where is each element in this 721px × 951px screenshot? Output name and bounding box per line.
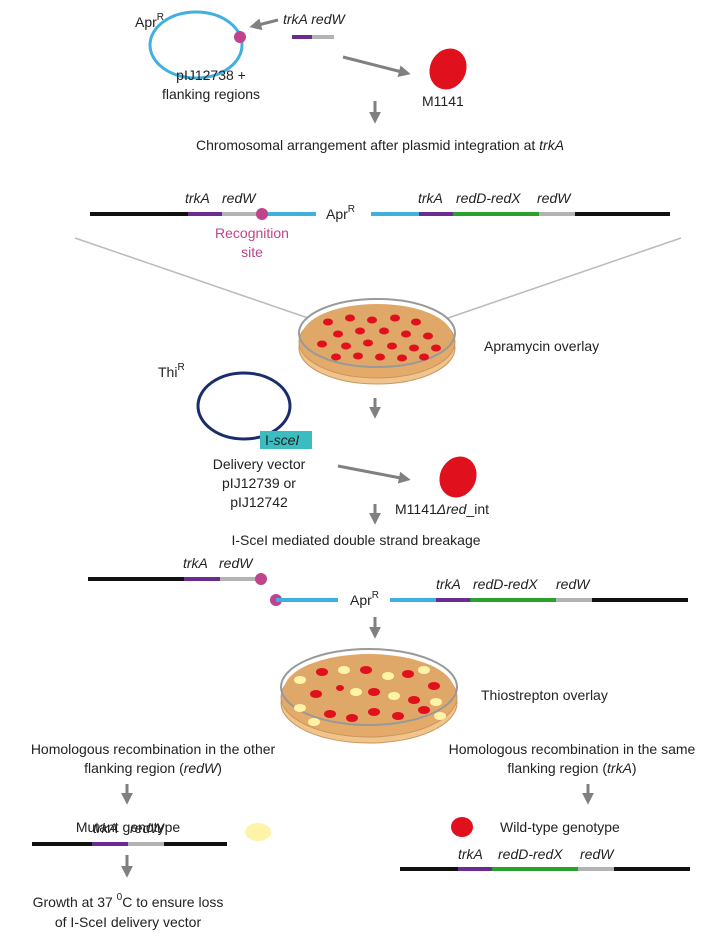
delivery-arrow	[337, 464, 411, 484]
wild-type-gene-trka: trkA	[458, 846, 483, 862]
zoom-line-right	[447, 237, 682, 319]
broken-chromosome-right	[270, 594, 688, 606]
wild-type-gene-redw: redW	[580, 846, 615, 862]
left-branch-line1: Homologous recombination in the other	[31, 741, 276, 757]
plasmid-name-line2: flanking regions	[162, 86, 260, 102]
integrated-resistance-label: AprR	[326, 204, 355, 222]
isce-gene-label: I-sceI	[265, 432, 299, 448]
delivery-vector-line3: pIJ12742	[230, 494, 288, 510]
apramycin-overlay-label: Apramycin overlay	[484, 338, 599, 354]
m1141-colony	[429, 48, 467, 90]
growth-line1: Growth at 37 0C to ensure loss	[33, 892, 224, 910]
plasmid-resistance-label: AprR	[135, 12, 164, 30]
recognition-site-label-line2: site	[241, 244, 263, 260]
plasmid-pij12738	[148, 10, 246, 80]
mutant-colonies	[294, 666, 446, 726]
broken-right-gene-trka: trkA	[436, 576, 461, 592]
right-branch-line2: flanking region (trkA)	[507, 760, 636, 776]
right-branch-line1: Homologous recombination in the same	[449, 741, 696, 757]
wild-type-colony-icon	[451, 817, 473, 837]
wild-type-genotype-label: Wild-type genotype	[500, 819, 620, 835]
wild-type-gene-redd-redx: redD-redX	[498, 846, 563, 862]
delivery-vector-line1: Delivery vector	[213, 456, 306, 472]
integrated-left-gene-redw: redW	[222, 190, 257, 206]
step-caption-integration: Chromosomal arrangement after plasmid in…	[196, 137, 564, 153]
integrated-right-gene-trka: trkA	[418, 190, 443, 206]
thiostrepton-overlay-label: Thiostrepton overlay	[481, 687, 608, 703]
mutant-chromosome	[32, 842, 227, 846]
mutant-genotype-label: Mutant genotype	[76, 819, 181, 835]
apramycin-plate	[298, 298, 456, 385]
integrated-right-gene-redw: redW	[537, 190, 572, 206]
integrated-right-gene-redd-redx: redD-redX	[456, 190, 521, 206]
insert-fragment	[292, 35, 334, 39]
broken-right-gene-redw: redW	[556, 576, 591, 592]
delivery-vector-plasmid	[196, 371, 312, 449]
recognition-site-marker	[234, 31, 246, 43]
apramycin-colonies	[317, 314, 441, 362]
strain-m1141: M1141	[422, 93, 464, 109]
insert-label: trkA redW	[283, 11, 346, 27]
recognition-site-label-line1: Recognition	[215, 225, 289, 241]
broken-chromosome-left	[88, 573, 267, 585]
broken-right-gene-redd-redx: redD-redX	[473, 576, 538, 592]
mutant-gene-trka: trkA	[93, 820, 118, 836]
broken-left-gene-redw: redW	[219, 555, 254, 571]
broken-resistance-label: AprR	[350, 590, 379, 608]
mutant-gene-redw: redW	[130, 820, 165, 836]
isce-cassette	[260, 431, 312, 449]
mutant-colony-icon	[245, 823, 271, 841]
delivery-vector-line2: pIJ12739 or	[222, 475, 296, 491]
integrated-chromosome	[90, 208, 670, 220]
wild-type-chromosome	[400, 867, 690, 871]
left-branch-line2: flanking region (redW)	[84, 760, 222, 776]
broken-left-gene-trka: trkA	[183, 555, 208, 571]
step-caption-breakage: I-SceI mediated double strand breakage	[231, 532, 480, 548]
broken-recognition-site-left	[255, 573, 267, 585]
insert-arrow	[249, 18, 279, 31]
delivery-resistance-label: ThiR	[158, 362, 185, 380]
thiostrepton-plate	[280, 648, 458, 744]
m1141-dred-int-colony	[439, 456, 477, 498]
zoom-line-left	[74, 237, 309, 319]
growth-line2: of I-SceI delivery vector	[55, 914, 202, 930]
transform-arrow	[342, 55, 411, 78]
integrated-recognition-site	[256, 208, 268, 220]
strain-m1141-dred-int: M1141Δred_int	[395, 501, 489, 517]
integrated-left-gene-trka: trkA	[185, 190, 210, 206]
plasmid-name-line1: pIJ12738 +	[176, 67, 246, 83]
wild-type-colonies	[310, 666, 440, 722]
